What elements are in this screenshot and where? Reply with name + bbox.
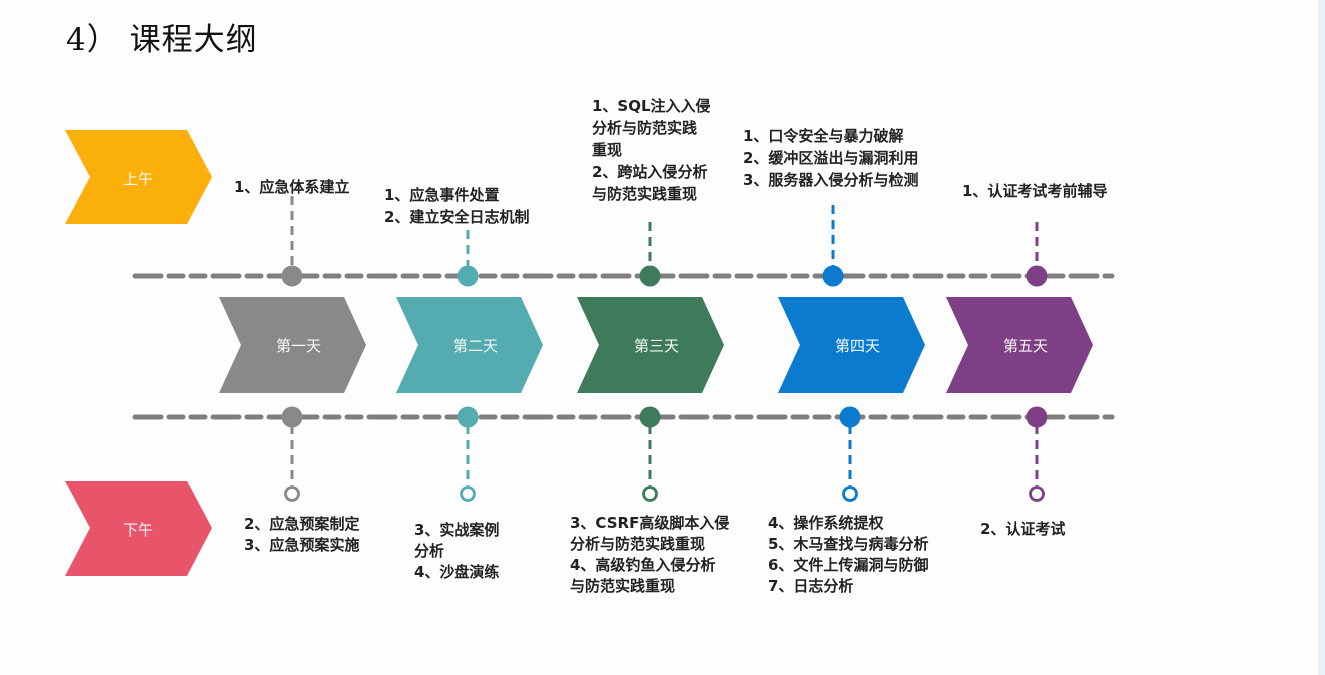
am-chevron [65, 130, 212, 224]
pm-topic-line: 与防范实践重现 [570, 577, 676, 595]
pm-topic-list: 4、操作系统提权 5、木马查找与病毒分析 6、文件上传漏洞与防御 7、日志分析 [768, 513, 928, 597]
day-5-group [946, 222, 1093, 502]
pm-topic-line: 6、文件上传漏洞与防御 [768, 556, 929, 574]
pm-ring-marker [284, 486, 300, 502]
scrollbar[interactable] [1318, 0, 1325, 675]
pm-topic-line: 2、应急预案制定 [244, 515, 360, 533]
pm-ring-marker [1029, 486, 1045, 502]
pm-timeline-marker [457, 406, 479, 428]
day-1-group [219, 196, 366, 502]
am-topic-list: 1、SQL注入入侵分析与防范实践重现 2、跨站入侵分析与防范实践重现 [592, 95, 711, 205]
pm-topic-line: 3、应急预案实施 [244, 536, 360, 554]
pm-topic-line: 3、CSRF高级脚本入侵 [570, 514, 730, 532]
am-topic-line: 分析与防范实践 [592, 119, 698, 137]
pm-timeline-marker [639, 406, 661, 428]
am-topic-line: 1、SQL注入入侵 [592, 97, 711, 115]
day-chevron [219, 297, 366, 393]
pm-topic-line: 7、日志分析 [768, 577, 854, 595]
day-3-group [577, 222, 724, 502]
pm-topic-list: 2、应急预案制定 3、应急预案实施 [244, 514, 359, 556]
am-timeline-marker [822, 265, 844, 287]
pm-topic-line: 4、沙盘演练 [414, 563, 500, 581]
pm-timeline-marker [839, 406, 861, 428]
day-chevron [778, 297, 925, 393]
day-chevron [946, 297, 1093, 393]
pm-topic-line: 3、实战案例 [414, 521, 500, 539]
pm-topic-line: 5、木马查找与病毒分析 [768, 535, 929, 553]
pm-ring-marker [842, 486, 858, 502]
pm-topic-line: 2、认证考试 [980, 520, 1066, 538]
pm-ring-marker [460, 486, 476, 502]
am-topic-line: 3、服务器入侵分析与检测 [743, 171, 919, 189]
day-chevron [577, 297, 724, 393]
am-topic-list: 1、应急事件处置 2、建立安全日志机制 [384, 184, 529, 228]
am-topic-line: 1、应急体系建立 [234, 178, 350, 196]
am-topic-line: 2、建立安全日志机制 [384, 208, 530, 226]
am-topic-line: 重现 [592, 141, 623, 159]
am-topic-list: 1、认证考试考前辅导 [962, 180, 1107, 202]
am-topic-line: 2、缓冲区溢出与漏洞利用 [743, 149, 919, 167]
pm-topic-list: 3、实战案例分析 4、沙盘演练 [414, 520, 499, 583]
pm-topic-list: 2、认证考试 [980, 519, 1065, 540]
am-topic-line: 1、认证考试考前辅导 [962, 182, 1108, 200]
am-topic-line: 1、应急事件处置 [384, 186, 500, 204]
pm-topic-line: 4、高级钓鱼入侵分析 [570, 556, 716, 574]
page-title: 4） 课程大纲 [66, 22, 258, 58]
am-topic-list: 1、口令安全与暴力破解 2、缓冲区溢出与漏洞利用 3、服务器入侵分析与检测 [743, 125, 918, 191]
pm-chevron [65, 481, 212, 576]
pm-timeline-marker [281, 406, 303, 428]
day-2-group [396, 230, 543, 502]
day-chevron [396, 297, 543, 393]
am-timeline-marker [457, 265, 479, 287]
pm-topic-line: 4、操作系统提权 [768, 514, 884, 532]
am-topic-list: 1、应急体系建立 [234, 176, 349, 198]
pm-topic-line: 分析 [414, 542, 445, 560]
pm-ring-marker [642, 486, 658, 502]
pm-timeline-marker [1026, 406, 1048, 428]
am-topic-line: 1、口令安全与暴力破解 [743, 127, 904, 145]
am-topic-line: 2、跨站入侵分析 [592, 163, 708, 181]
am-timeline-marker [281, 265, 303, 287]
am-timeline-marker [1026, 265, 1048, 287]
pm-topic-list: 3、CSRF高级脚本入侵分析与防范实践重现 4、高级钓鱼入侵分析与防范实践重现 [570, 513, 729, 597]
am-topic-line: 与防范实践重现 [592, 185, 698, 203]
day-4-group [778, 205, 925, 502]
pm-topic-line: 分析与防范实践重现 [570, 535, 706, 553]
am-timeline-marker [639, 265, 661, 287]
